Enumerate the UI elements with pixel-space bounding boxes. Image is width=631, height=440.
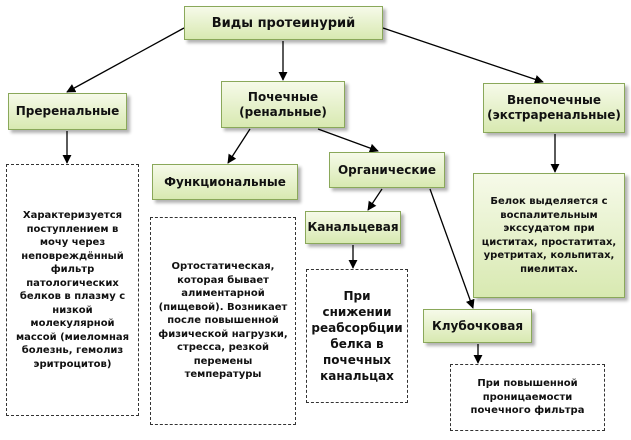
- renal-node: Почечные (ренальные): [221, 81, 345, 128]
- functional-label: Функциональные: [164, 174, 286, 189]
- functional-description: Ортостатическая, которая бывает алимента…: [150, 217, 296, 425]
- organic-node: Органические: [329, 152, 445, 188]
- prerenal-node: Преренальные: [8, 93, 127, 130]
- glomerular-label: Клубочковая: [431, 318, 524, 333]
- prerenal-label: Преренальные: [15, 104, 120, 118]
- glomerular-description: При повышенной проницаемости почечного ф…: [450, 364, 605, 431]
- arrow-renal-to-functional: [227, 128, 251, 164]
- tubular-node: Канальцевая: [305, 211, 401, 244]
- extrarenal-label: Внепочечные (экстраренальные): [487, 93, 621, 122]
- tubular-label: Канальцевая: [307, 220, 399, 234]
- functional-node: Функциональные: [152, 164, 298, 200]
- organic-label: Органические: [337, 162, 437, 177]
- arrow-title-to-prerenal: [66, 27, 185, 93]
- glomerular-node: Клубочковая: [423, 309, 532, 343]
- extrarenal-node: Внепочечные (экстраренальные): [483, 83, 625, 133]
- prerenal-description: Характеризуется поступлением в мочу чере…: [6, 164, 139, 416]
- arrow-organic-to-glomerular: [429, 188, 475, 309]
- title-node: Виды протеинурий: [184, 6, 383, 40]
- arrow-title-to-extrarenal: [382, 27, 544, 84]
- tubular-description: При снижении реабсорбции белка в почечны…: [306, 269, 408, 403]
- renal-label: Почечные (ренальные): [239, 89, 327, 119]
- arrow-renal-to-organic: [317, 128, 379, 153]
- title-label: Виды протеинурий: [211, 15, 356, 31]
- extrarenal-description: Белок выделяется с воспалительным экссуд…: [473, 173, 625, 298]
- arrow-organic-to-tubular: [367, 188, 383, 211]
